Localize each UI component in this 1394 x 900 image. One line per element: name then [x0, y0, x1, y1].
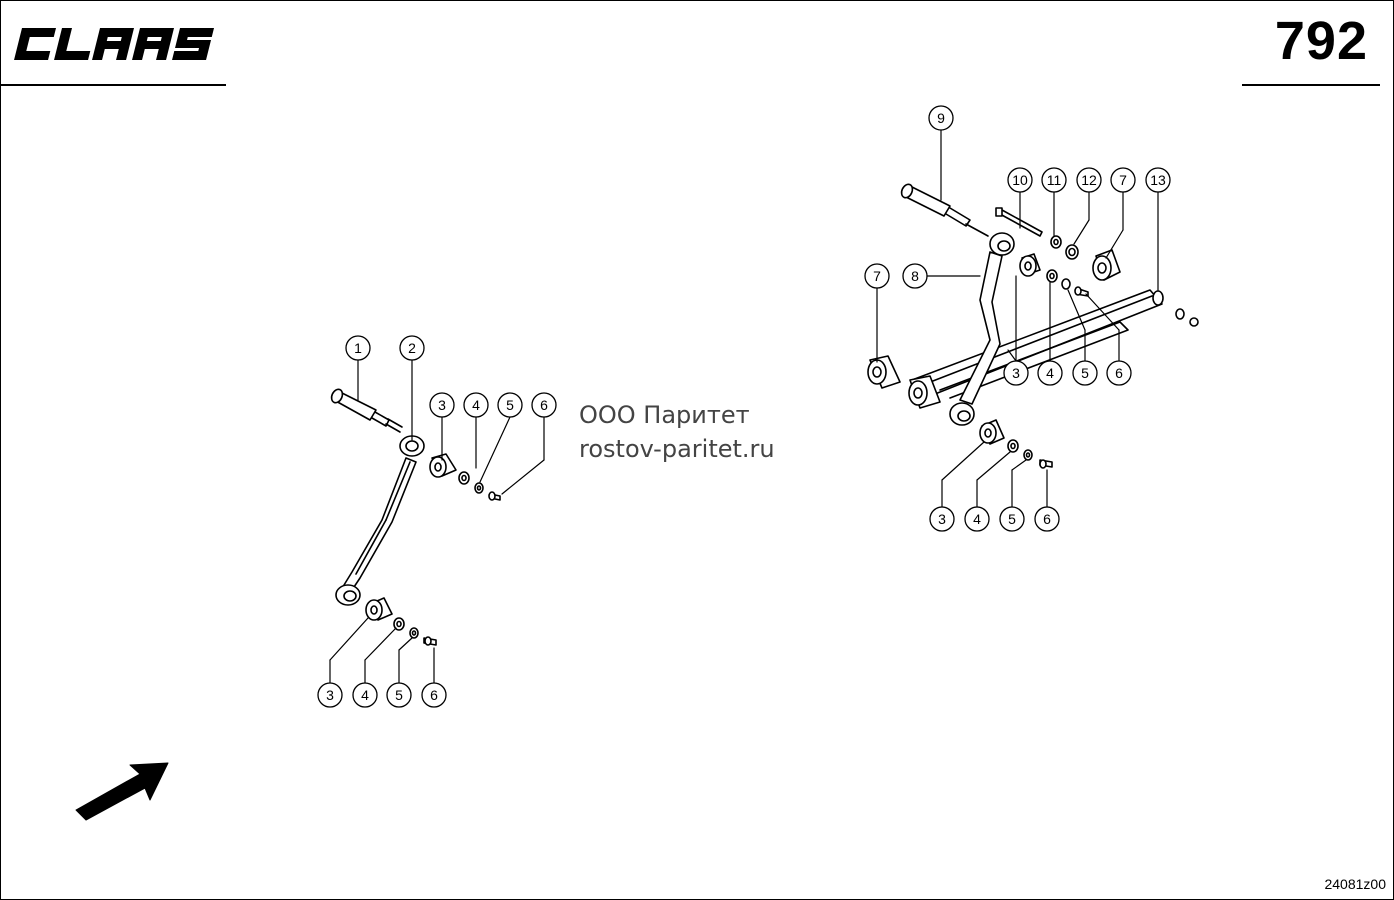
callout-6: 6 [1106, 360, 1132, 386]
arrow-up-right-icon [75, 762, 169, 821]
callout-7: 7 [864, 263, 890, 289]
svg-text:9: 9 [937, 110, 945, 126]
callout-9: 9 [928, 105, 954, 131]
right-assembly [867, 129, 1199, 508]
svg-text:5: 5 [506, 397, 514, 413]
header-rule-left [0, 84, 226, 86]
watermark: ООО Паритет rostov-paritet.ru [579, 398, 775, 466]
callout-8: 8 [902, 263, 928, 289]
callout-6: 6 [531, 392, 557, 418]
callout-6: 6 [1034, 506, 1060, 532]
lower-hardware-right [979, 419, 1053, 469]
svg-text:12: 12 [1081, 172, 1097, 188]
svg-text:6: 6 [540, 397, 548, 413]
bolt-and-washers-right [995, 207, 1079, 260]
callout-10: 10 [1007, 167, 1033, 193]
drawing-code: 24081z00 [1324, 876, 1386, 892]
callout-4: 4 [352, 682, 378, 708]
callout-5: 5 [386, 682, 412, 708]
callout-7: 7 [1110, 167, 1136, 193]
svg-text:6: 6 [1115, 365, 1123, 381]
callout-5: 5 [497, 392, 523, 418]
svg-text:4: 4 [1046, 365, 1054, 381]
lever-arm-right [949, 232, 1015, 426]
handle-knob-left [330, 388, 403, 433]
leader-lines-left [329, 359, 545, 684]
callout-6: 6 [421, 682, 447, 708]
callout-13: 13 [1145, 167, 1171, 193]
callout-5: 5 [1072, 360, 1098, 386]
svg-text:7: 7 [873, 268, 881, 284]
svg-text:3: 3 [438, 397, 446, 413]
callout-1: 1 [345, 335, 371, 361]
svg-text:3: 3 [326, 687, 334, 703]
claas-logo [14, 28, 215, 60]
callout-11: 11 [1041, 167, 1067, 193]
callout-2: 2 [399, 335, 425, 361]
svg-text:10: 10 [1012, 172, 1028, 188]
callout-3: 3 [1003, 360, 1029, 386]
svg-text:7: 7 [1119, 172, 1127, 188]
svg-text:5: 5 [1081, 365, 1089, 381]
svg-text:8: 8 [911, 268, 919, 284]
svg-text:6: 6 [1043, 511, 1051, 527]
svg-text:6: 6 [430, 687, 438, 703]
svg-text:11: 11 [1047, 172, 1062, 188]
svg-text:5: 5 [1008, 511, 1016, 527]
svg-text:1: 1 [354, 340, 362, 356]
handle-knob-right [900, 183, 989, 237]
callout-4: 4 [964, 506, 990, 532]
lower-hardware-left [365, 597, 437, 646]
svg-text:2: 2 [408, 340, 416, 356]
svg-text:4: 4 [361, 687, 369, 703]
leader-lines-right [876, 129, 1159, 508]
svg-text:13: 13 [1150, 172, 1166, 188]
callout-4: 4 [463, 392, 489, 418]
svg-text:5: 5 [395, 687, 403, 703]
callout-12: 12 [1076, 167, 1102, 193]
callout-4: 4 [1037, 360, 1063, 386]
watermark-url: rostov-paritet.ru [579, 435, 775, 463]
left-assembly [329, 359, 545, 684]
lever-arm-left [335, 435, 425, 606]
upper-hardware-left [429, 453, 501, 501]
svg-text:3: 3 [1012, 365, 1020, 381]
callout-3: 3 [429, 392, 455, 418]
callout-5: 5 [999, 506, 1025, 532]
watermark-company: ООО Паритет [579, 401, 750, 429]
svg-text:4: 4 [472, 397, 480, 413]
svg-text:4: 4 [973, 511, 981, 527]
page-number: 792 [1274, 11, 1368, 71]
left-bushings-right [867, 355, 941, 409]
svg-text:3: 3 [938, 511, 946, 527]
callout-3: 3 [929, 506, 955, 532]
callout-3: 3 [317, 682, 343, 708]
header-rule-right [1242, 84, 1380, 86]
